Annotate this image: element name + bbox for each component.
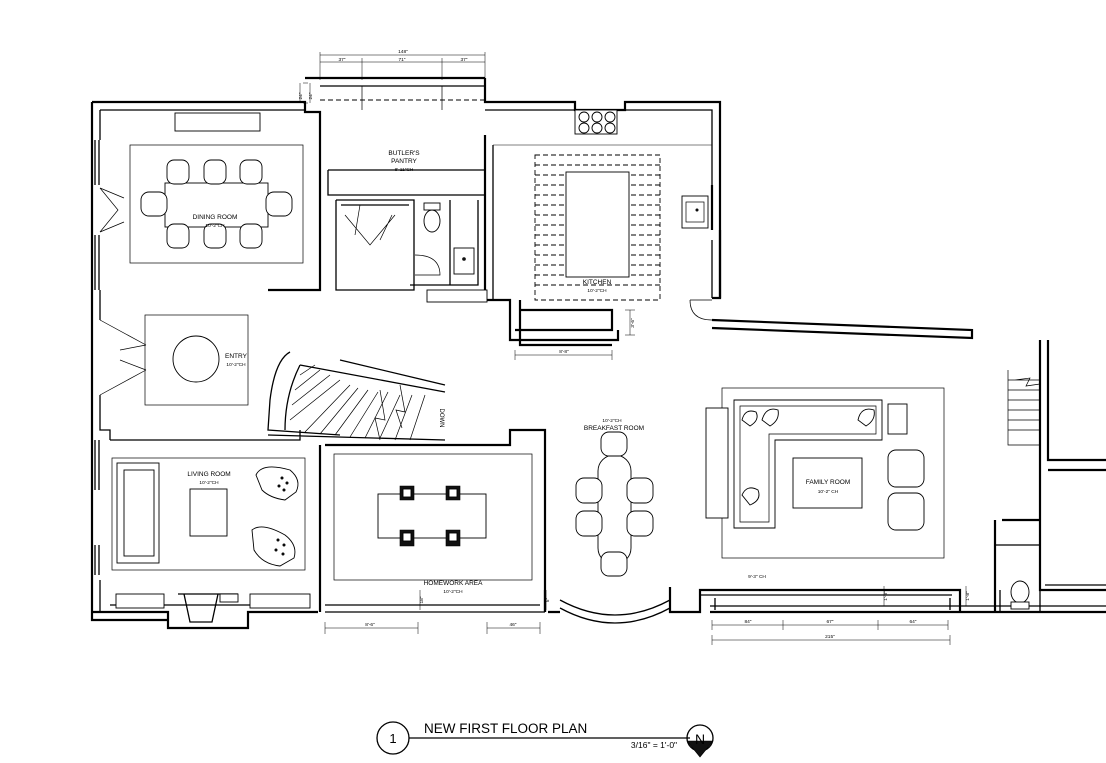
homework-name: HOMEWORK AREA (424, 580, 484, 587)
kitchen-ceiling: 10'-2"CH (587, 288, 607, 294)
dining-rug (129, 144, 304, 264)
homework-chairs (399, 485, 461, 547)
entry: ENTRY 10'-2"CH (144, 314, 249, 406)
dining-chairs (140, 159, 293, 249)
dim-island-side: 3'-6" (630, 318, 636, 328)
sectional-sofa (733, 399, 883, 529)
dining-room-name: DINING ROOM (193, 214, 238, 221)
family-room-name: FAMILY ROOM (806, 479, 851, 486)
dim-window-a: 84" (744, 619, 751, 625)
family-armchairs (887, 449, 925, 531)
living-room-ceiling: 10'-2"CH (199, 480, 219, 486)
homework-ceiling: 10'-2"CH (443, 589, 463, 595)
kitchen-name: KITCHEN (583, 279, 612, 286)
dim-top-mid: 71" (398, 57, 405, 63)
top-bay-windows (174, 86, 485, 132)
dim-window-side-b: 1'-8" (965, 591, 971, 601)
north-arrow-icon: N (686, 724, 714, 758)
dim-top-overall: 148" (398, 49, 408, 55)
stair-direction-label: DOWN (438, 409, 444, 428)
pantry-name-line1: BUTLER'S (388, 150, 420, 157)
throw-pillows (741, 408, 875, 506)
drawing-number: 1 (389, 731, 396, 746)
living-room: LIVING ROOM 10'-2"CH (111, 457, 311, 623)
drawing-scale: 3/16" = 1'-0" (631, 740, 677, 750)
stairs: DOWN (267, 351, 1041, 446)
toilet (423, 209, 441, 233)
walls (90, 76, 1106, 630)
rear-ceiling-label: 9'-3" CH (748, 574, 766, 580)
north-label: N (695, 731, 705, 747)
breakfast-table (597, 454, 632, 565)
dim-homework-side-b: 5" (545, 598, 551, 603)
breakfast-ceiling: 10'-2"CH (602, 418, 622, 424)
living-room-name: LIVING ROOM (187, 471, 230, 478)
homework-table (377, 493, 487, 539)
dimension-lines: 148" 37" 71" 37" 24" 24" 8'-8" 3'-6" 8'-… (298, 49, 971, 645)
pantry-sink (453, 247, 475, 275)
butlers-pantry: BUTLER'S PANTRY 8'-11"CH (388, 150, 488, 303)
family-room: FAMILY ROOM 10'-2" CH 9'-3" CH (705, 387, 945, 580)
doors (99, 187, 713, 624)
armchair-top (255, 466, 299, 501)
dim-homework-left: 8'-6" (365, 622, 375, 628)
homework-rug (333, 453, 533, 581)
right-toilet (1010, 580, 1030, 610)
pantry-name-line2: PANTRY (391, 158, 417, 165)
dim-homework-right: 46" (509, 622, 516, 628)
dining-room: DINING ROOM 10'-2"CH (129, 144, 304, 264)
dim-window-c: 64" (909, 619, 916, 625)
entry-name: ENTRY (225, 353, 248, 360)
coffee-table (189, 488, 228, 537)
armchair-bottom (251, 526, 296, 567)
drawing-title-block: 1 NEW FIRST FLOOR PLAN 3/16" = 1'-0" N (376, 721, 714, 758)
family-room-ceiling: 10'-2" CH (818, 489, 839, 495)
dim-top-side-b: 24" (308, 92, 314, 99)
kitchen: KITCHEN 10'-2"CH (493, 109, 712, 301)
breakfast-chairs (575, 431, 654, 577)
dim-top-left: 37" (338, 57, 345, 63)
burners (578, 111, 616, 134)
kitchen-island-dashed (534, 154, 661, 301)
dim-top-side-a: 24" (298, 92, 304, 99)
entry-round-table (172, 335, 220, 383)
homework-area: HOMEWORK AREA 10'-2"CH (333, 453, 533, 595)
family-coffee-table (792, 457, 863, 509)
pantry-ceiling: 8'-11"CH (395, 167, 414, 173)
dim-island-width: 8'-8" (559, 349, 569, 355)
dim-window-side-a: 1'-8" (883, 591, 889, 601)
dim-window-b: 67" (826, 619, 833, 625)
window-seat (174, 112, 261, 132)
media-console (705, 407, 729, 519)
dim-top-right: 37" (460, 57, 467, 63)
entry-ceiling: 10'-2"CH (226, 362, 246, 368)
kitchen-island (565, 171, 630, 278)
breakfast-name: BREAKFAST ROOM (584, 425, 644, 432)
entry-rug (144, 314, 249, 406)
living-rug (111, 457, 306, 571)
side-table (887, 403, 908, 435)
breakfast-room: 10'-2"CH BREAKFAST ROOM (575, 418, 654, 577)
dim-window-overall: 215" (825, 634, 835, 640)
dim-homework-side-a: 18" (419, 596, 425, 603)
dining-room-ceiling: 10'-2"CH (205, 223, 225, 229)
drawing-title: NEW FIRST FLOOR PLAN (424, 721, 587, 736)
